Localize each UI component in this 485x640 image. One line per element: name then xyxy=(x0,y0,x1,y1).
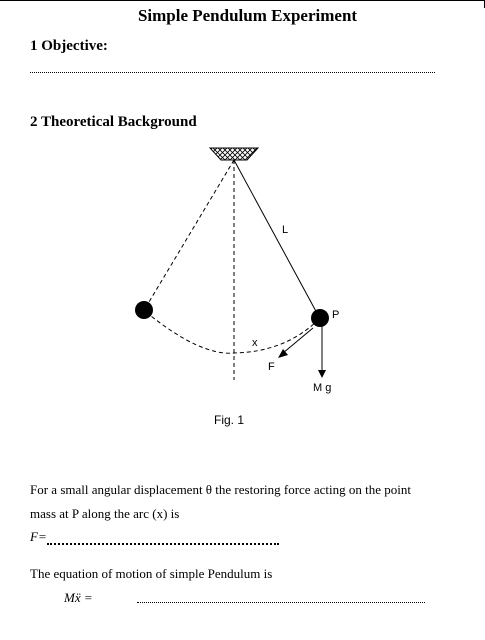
figure-caption: Fig. 1 xyxy=(214,413,245,427)
label-x: x xyxy=(252,337,258,349)
page-top-rule xyxy=(0,0,485,1)
background-heading: 2 Theoretical Background xyxy=(30,114,197,130)
objective-heading: 1 Objective: xyxy=(30,38,108,54)
pivot-support xyxy=(208,147,260,161)
left-string xyxy=(145,159,235,308)
force-answer-line xyxy=(47,533,279,545)
equation-lhs: Mẍ = xyxy=(64,590,93,605)
equation-intro: The equation of motion of simple Pendulu… xyxy=(30,566,273,581)
swing-arc xyxy=(145,311,319,354)
left-bob xyxy=(135,301,153,319)
paragraph-line-1: For a small angular displacement θ the r… xyxy=(30,482,411,497)
right-bob xyxy=(311,309,329,327)
label-F: F xyxy=(268,361,275,373)
objective-answer-line xyxy=(30,62,435,73)
equation-answer-line xyxy=(137,592,425,603)
label-Mg: M g xyxy=(313,382,331,394)
pendulum-diagram: L P x F M g xyxy=(135,147,339,394)
label-P: P xyxy=(332,309,339,321)
force-arrow xyxy=(282,327,314,354)
label-L: L xyxy=(282,224,288,236)
force-label: F= xyxy=(30,529,47,544)
document-title: Simple Pendulum Experiment xyxy=(137,6,358,25)
right-string xyxy=(233,159,319,316)
paragraph-line-2: mass at P along the arc (x) is xyxy=(30,506,180,521)
